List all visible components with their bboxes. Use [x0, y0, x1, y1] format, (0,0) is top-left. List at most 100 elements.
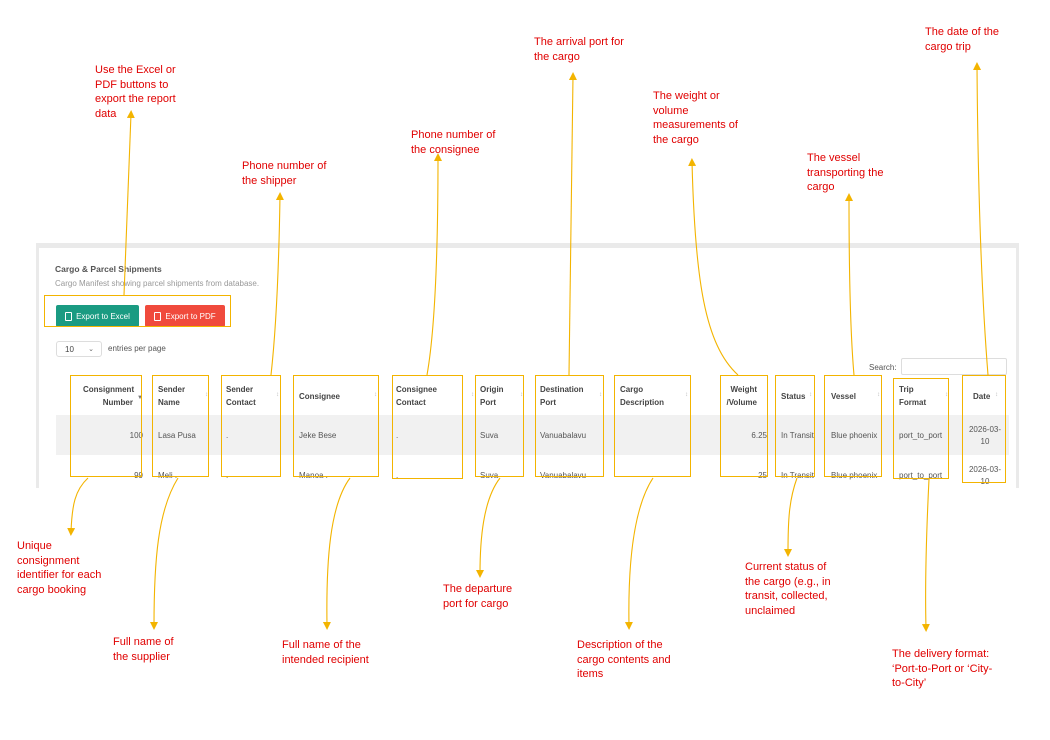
cargo-report-panel: Cargo & Parcel Shipments Cargo Manifest …: [36, 243, 1019, 495]
arrow-description: [624, 477, 654, 630]
highlight-origin-port: [475, 375, 524, 477]
arrow-consignee-phone: [426, 153, 442, 376]
entries-per-page-value: 10: [65, 344, 74, 354]
export-excel-button[interactable]: Export to Excel: [56, 305, 139, 327]
arrow-status: [784, 477, 798, 557]
annotation-supplier-name: Full name of the supplier: [113, 636, 174, 663]
cell-sender-name: Meli .: [158, 471, 178, 480]
arrow-departure-port: [476, 477, 501, 578]
cell-date: 2026-03-10: [968, 465, 1002, 486]
table-row[interactable]: [56, 415, 1009, 455]
cell-status: In Transit: [781, 431, 814, 440]
export-excel-label: Export to Excel: [76, 311, 130, 321]
cell-trip-format: port_to_port: [899, 431, 943, 440]
entries-per-page-label: entries per page: [108, 344, 166, 353]
arrow-export: [123, 110, 135, 296]
cell-trip-format: port_to_port: [899, 471, 943, 480]
highlight-consignee: [293, 375, 379, 477]
export-pdf-button[interactable]: Export to PDF: [145, 305, 225, 327]
sort-icon[interactable]: ↕: [995, 392, 998, 398]
header-vessel[interactable]: Vessel: [831, 392, 856, 401]
header-consignee[interactable]: Consignee: [299, 392, 340, 401]
arrow-vessel: [845, 193, 855, 376]
cell-sender-contact: .: [226, 471, 229, 480]
header-date[interactable]: Date: [973, 392, 991, 401]
cell-weight-volume: 25: [758, 471, 767, 480]
sort-icon[interactable]: ↕: [520, 392, 523, 398]
highlight-vessel: [824, 375, 882, 477]
cell-vessel: Blue phoenix: [831, 431, 878, 440]
sort-icon[interactable]: ↕: [877, 392, 880, 398]
arrow-consignment-id: [67, 477, 89, 536]
cell-status: In Transit: [781, 471, 814, 480]
sort-icon[interactable]: ↕: [471, 392, 474, 398]
highlight-export-buttons: [44, 295, 231, 327]
sort-icon[interactable]: ↕: [945, 392, 948, 398]
excel-file-icon: [65, 311, 73, 321]
pdf-file-icon: [154, 311, 162, 321]
sort-icon[interactable]: ↕: [685, 392, 688, 398]
search-input[interactable]: [901, 358, 1007, 375]
cell-date: 2026-03-10: [968, 425, 1002, 446]
cell-consignment-number: 99: [134, 471, 143, 480]
annotation-delivery-format: The delivery format: ‘Port-to-Port or ‘C…: [892, 648, 993, 689]
annotation-export: Use the Excel or PDF buttons to export t…: [95, 64, 176, 120]
sort-icon[interactable]: ↕: [599, 392, 602, 398]
annotation-status: Current status of the cargo (e.g., in tr…: [745, 561, 831, 617]
annotation-departure-port: The departure port for cargo: [443, 583, 513, 610]
sort-icon[interactable]: ↕: [276, 392, 279, 398]
annotation-consignee-phone: Phone number of the consignee: [411, 129, 496, 156]
arrow-shipper-phone: [270, 192, 284, 376]
sort-icon[interactable]: ↕: [374, 392, 377, 398]
highlight-sender-name: [152, 375, 209, 477]
annotation-shipper-phone: Phone number of the shipper: [242, 160, 327, 187]
chevron-down-icon: ⌄: [88, 346, 94, 353]
arrow-date: [973, 62, 989, 376]
cell-destination-port: Vanuabalavu: [540, 431, 587, 440]
cell-sender-contact: .: [226, 431, 229, 440]
sort-icon[interactable]: ↕: [809, 392, 812, 398]
annotation-vessel: The vessel transporting the cargo: [807, 152, 884, 193]
sort-desc-icon[interactable]: ▼: [137, 395, 143, 401]
cell-consignee-contact: .: [396, 431, 399, 440]
cell-sender-name: Lasa Pusa: [158, 431, 196, 440]
cell-weight-volume: 6.25: [751, 431, 767, 440]
cell-destination-port: Vanuabalavu: [540, 471, 587, 480]
annotation-consignment-id: Unique consignment identifier for each c…: [17, 540, 102, 596]
highlight-trip-format: [893, 378, 949, 479]
annotation-arrival-port: The arrival port for the cargo: [534, 36, 624, 63]
export-pdf-label: Export to PDF: [165, 311, 216, 321]
header-status[interactable]: Status: [781, 392, 806, 401]
highlight-sender-contact: [221, 375, 281, 477]
highlight-weight-volume: [720, 375, 768, 477]
annotation-date: The date of the cargo trip: [925, 26, 999, 53]
panel-title: Cargo & Parcel Shipments: [55, 264, 162, 274]
sort-icon[interactable]: ↕: [205, 392, 208, 398]
cell-vessel: Blue phoenix: [831, 471, 878, 480]
header-weight-volume[interactable]: Weight/Volume: [726, 385, 757, 407]
arrow-delivery-format: [921, 478, 930, 632]
panel-subtitle: Cargo Manifest showing parcel shipments …: [55, 279, 260, 288]
highlight-status: [775, 375, 815, 477]
arrow-recipient-name: [322, 477, 351, 630]
cell-origin-port: Suva: [480, 431, 499, 440]
arrow-supplier-name: [150, 477, 179, 630]
entries-per-page-select[interactable]: 10 ⌄: [56, 341, 102, 357]
highlight-destination-port: [535, 375, 604, 477]
arrow-arrival-port: [568, 72, 577, 376]
annotation-description: Description of the cargo contents and it…: [577, 639, 671, 680]
table-row[interactable]: [56, 455, 1009, 495]
annotation-recipient-name: Full name of the intended recipient: [282, 639, 369, 666]
highlight-cargo-description: [614, 375, 691, 477]
cell-consignee: Manoa .: [299, 471, 328, 480]
highlight-consignee-contact: [392, 375, 463, 479]
